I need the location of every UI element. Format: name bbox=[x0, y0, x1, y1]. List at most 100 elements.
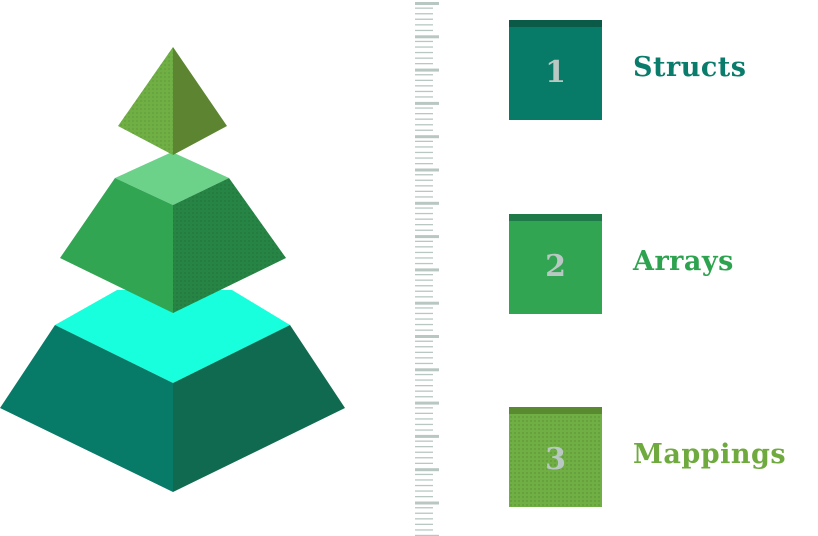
ruler-minor-tick bbox=[415, 29, 433, 32]
pyramid-tier-middle bbox=[60, 152, 286, 313]
number-label: 1 bbox=[545, 55, 566, 90]
ruler-major-tick bbox=[415, 168, 439, 172]
ruler-minor-tick bbox=[415, 185, 433, 187]
ruler-minor-tick bbox=[415, 224, 433, 226]
ruler-minor-tick bbox=[415, 518, 433, 520]
ruler-minor-tick bbox=[415, 212, 433, 215]
ruler-minor-tick bbox=[415, 496, 433, 498]
ruler-minor-tick bbox=[415, 479, 433, 481]
ruler-minor-tick bbox=[415, 63, 433, 65]
ruler-major-tick bbox=[415, 401, 439, 405]
ruler-minor-tick bbox=[415, 529, 433, 531]
ruler-minor-tick bbox=[415, 340, 433, 342]
ruler-major-tick bbox=[415, 534, 439, 536]
tier-bottom-right-face bbox=[173, 325, 345, 492]
ruler-minor-tick bbox=[415, 190, 433, 192]
ruler-major-tick bbox=[415, 434, 439, 438]
ruler-major-tick bbox=[415, 68, 439, 72]
ruler-minor-tick bbox=[415, 473, 433, 476]
ruler-minor-tick bbox=[415, 318, 433, 320]
ruler-minor-tick bbox=[415, 251, 433, 254]
ruler-minor-tick bbox=[415, 124, 433, 126]
legend-item-2: 2 Arrays bbox=[509, 214, 809, 314]
ruler-minor-tick bbox=[415, 423, 433, 426]
ruler-minor-tick bbox=[415, 140, 433, 142]
ruler-minor-tick bbox=[415, 512, 433, 514]
ruler-minor-tick bbox=[415, 129, 433, 131]
ruler-minor-tick bbox=[415, 79, 433, 81]
ruler-minor-tick bbox=[415, 18, 433, 20]
ruler-minor-tick bbox=[415, 396, 433, 398]
ruler-minor-tick bbox=[415, 85, 433, 87]
ruler-minor-tick bbox=[415, 351, 433, 353]
ruler-minor-tick bbox=[415, 74, 433, 76]
ruler-minor-tick bbox=[415, 157, 433, 159]
ruler-minor-tick bbox=[415, 163, 433, 165]
ruler-major-tick bbox=[415, 335, 439, 338]
ruler-minor-tick bbox=[415, 51, 433, 54]
ruler-minor-tick bbox=[415, 323, 433, 326]
ruler-minor-tick bbox=[415, 462, 433, 464]
ruler-minor-tick bbox=[415, 24, 433, 26]
ruler-minor-tick bbox=[415, 484, 433, 487]
number-box-cap bbox=[509, 407, 602, 414]
ruler-minor-tick bbox=[415, 13, 433, 15]
pyramid-diagram bbox=[0, 47, 345, 492]
ruler-minor-tick bbox=[415, 240, 433, 242]
ruler-minor-tick bbox=[415, 279, 433, 281]
item-label: Structs bbox=[633, 52, 747, 83]
ruler-major-tick bbox=[415, 301, 439, 305]
number-label: 2 bbox=[545, 249, 566, 284]
tier-bottom-left-face bbox=[0, 325, 173, 492]
ruler-minor-tick bbox=[415, 196, 433, 198]
ruler-major-tick bbox=[415, 201, 439, 205]
tier-middle-left-face bbox=[60, 178, 173, 313]
ruler-minor-tick bbox=[415, 457, 433, 459]
tier-top-right-face bbox=[173, 47, 227, 155]
ruler-minor-tick bbox=[415, 151, 433, 154]
ruler-minor-tick bbox=[415, 7, 433, 9]
ruler-minor-tick bbox=[415, 379, 433, 381]
ruler-major-tick bbox=[415, 35, 439, 39]
ruler-major-tick bbox=[415, 2, 439, 5]
ruler-major-tick bbox=[415, 135, 439, 139]
ruler-minor-tick bbox=[415, 274, 433, 276]
ruler-major-tick bbox=[415, 101, 439, 105]
ruler-minor-tick bbox=[415, 418, 433, 420]
ruler-major-tick bbox=[415, 468, 439, 472]
ruler-minor-tick bbox=[415, 523, 433, 525]
ruler-minor-tick bbox=[415, 46, 433, 48]
ruler-minor-tick bbox=[415, 107, 433, 109]
tier-middle-top-face bbox=[115, 152, 229, 205]
number-label: 3 bbox=[545, 442, 566, 477]
ruler-major-tick bbox=[415, 235, 439, 239]
ruler-minor-tick bbox=[415, 146, 433, 148]
item-label: Mappings bbox=[633, 439, 787, 470]
ruler-minor-tick bbox=[415, 118, 433, 120]
ruler-minor-tick bbox=[415, 90, 433, 93]
number-box-3: 3 bbox=[509, 407, 602, 507]
ruler-minor-tick bbox=[415, 246, 433, 248]
ruler-major-tick bbox=[415, 368, 439, 372]
ruler-minor-tick bbox=[415, 113, 433, 115]
number-box-cap bbox=[509, 214, 602, 221]
ruler-minor-tick bbox=[415, 446, 433, 448]
ruler-minor-tick bbox=[415, 285, 433, 287]
ruler-minor-tick bbox=[415, 440, 433, 442]
ruler-minor-tick bbox=[415, 312, 433, 315]
ruler-minor-tick bbox=[415, 40, 433, 43]
legend-item-1: 1 Structs bbox=[509, 20, 809, 120]
ruler-minor-tick bbox=[415, 307, 433, 309]
ruler-minor-tick bbox=[415, 507, 433, 509]
ruler-minor-tick bbox=[415, 229, 433, 231]
ruler-minor-tick bbox=[415, 390, 433, 392]
ruler-minor-tick bbox=[415, 296, 433, 298]
ruler-minor-tick bbox=[415, 257, 433, 259]
ruler-minor-tick bbox=[415, 429, 433, 431]
ruler-minor-tick bbox=[415, 385, 433, 387]
ruler-minor-tick bbox=[415, 207, 433, 209]
ruler-minor-tick bbox=[415, 407, 433, 409]
pyramid-tier-bottom bbox=[0, 290, 345, 492]
ruler-minor-tick bbox=[415, 329, 433, 331]
ruler-minor-tick bbox=[415, 412, 433, 414]
